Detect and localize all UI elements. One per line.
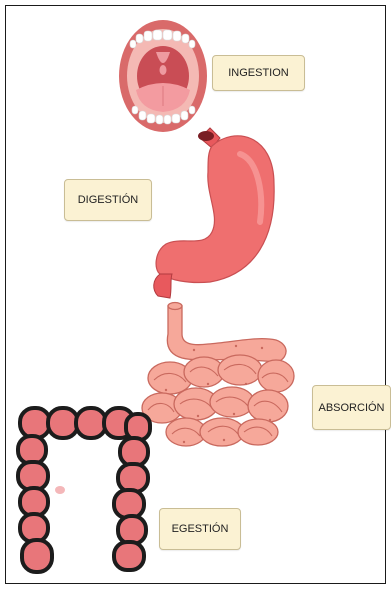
label-egestion: EGESTIÓN: [159, 508, 241, 550]
label-absorcion: ABSORCIÓN: [312, 385, 391, 430]
label-digestion: DIGESTIÓN: [64, 179, 152, 221]
small-intestine-icon: [138, 300, 300, 450]
mouth-icon: [116, 18, 210, 136]
label-ingestion: INGESTION: [212, 55, 305, 91]
large-intestine-icon: [14, 404, 154, 580]
stomach-icon: [148, 124, 280, 300]
